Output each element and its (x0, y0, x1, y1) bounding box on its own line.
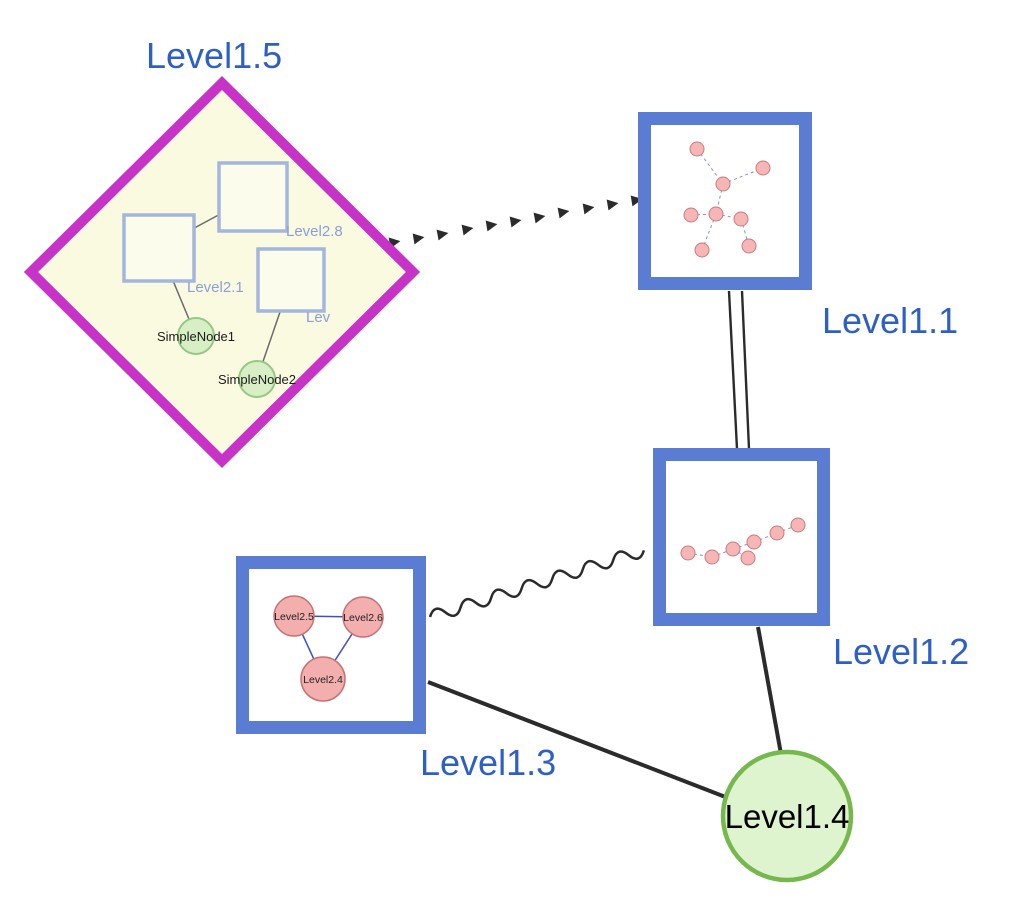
label-level1-4: Level1.4 (725, 798, 850, 835)
small-node[interactable] (733, 211, 749, 227)
node-level1-5[interactable]: Level2.8 Level2.1 Lev SimpleNode1 Simple… (23, 75, 421, 469)
label-level2-8: Level2.8 (286, 223, 343, 240)
small-node[interactable] (694, 242, 710, 258)
node-level2-1[interactable] (122, 213, 196, 283)
label-level2-4: Level2.4 (303, 674, 343, 686)
edge-level13-level14[interactable] (427, 680, 729, 800)
node-level2-lev[interactable] (256, 247, 326, 313)
node-simplenode2[interactable] (238, 360, 276, 398)
label-simplenode2: SimpleNode2 (218, 372, 296, 387)
label-level1-2: Level1.2 (833, 631, 969, 672)
small-node[interactable] (689, 141, 705, 157)
edge-level15-level11[interactable] (388, 195, 643, 249)
node-level1-2[interactable] (653, 448, 830, 626)
label-simplenode1: SimpleNode1 (157, 329, 235, 344)
node-simplenode1[interactable] (177, 317, 215, 355)
node-level2-4[interactable] (300, 656, 346, 702)
label-level2-6: Level2.6 (343, 612, 383, 624)
node-level1-3[interactable]: Level2.5 Level2.6 Level2.4 (236, 556, 426, 734)
edges-layer (388, 195, 783, 800)
level13-box[interactable] (236, 556, 426, 734)
small-node[interactable] (740, 550, 756, 566)
edge-level11-level12[interactable] (727, 290, 751, 450)
level11-box[interactable] (638, 112, 812, 290)
label-level1-1: Level1.1 (822, 300, 958, 341)
edge-level12-level14[interactable] (756, 626, 783, 755)
label-level1-5: Level1.5 (146, 35, 282, 76)
level11-inner-graph (683, 141, 771, 258)
node-level2-5[interactable] (273, 595, 315, 637)
node-level2-8[interactable] (217, 161, 289, 233)
small-node[interactable] (746, 534, 762, 550)
label-level2-5: Level2.5 (274, 611, 314, 623)
small-node[interactable] (680, 545, 696, 561)
small-node[interactable] (708, 206, 724, 222)
small-node[interactable] (755, 160, 771, 176)
level12-box[interactable] (653, 448, 830, 626)
small-node[interactable] (741, 238, 757, 254)
level14-circle[interactable] (720, 749, 854, 883)
small-node[interactable] (769, 525, 785, 541)
node-level2-6[interactable] (342, 596, 384, 638)
node-level1-1[interactable] (638, 112, 812, 290)
edge-level13-level12[interactable] (428, 545, 646, 623)
label-level1-3: Level1.3 (420, 742, 556, 783)
node-level1-4[interactable]: Level1.4 (720, 749, 854, 883)
small-node[interactable] (725, 541, 741, 557)
level12-inner-graph (680, 517, 806, 566)
small-node[interactable] (715, 176, 731, 192)
diamond-shape[interactable] (23, 75, 421, 469)
label-level2-lev: Lev (306, 309, 331, 326)
small-node[interactable] (704, 549, 720, 565)
small-node[interactable] (790, 517, 806, 533)
label-level2-1: Level2.1 (187, 279, 244, 296)
small-node[interactable] (683, 207, 699, 223)
